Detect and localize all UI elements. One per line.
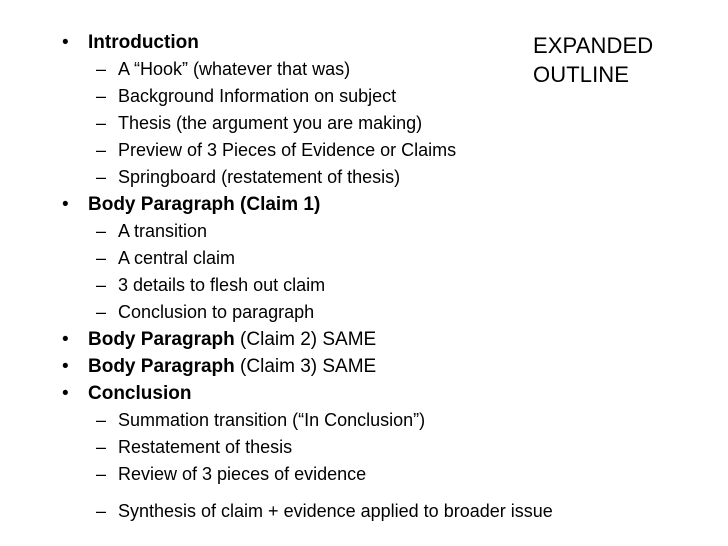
outline-item-label: A central claim: [118, 248, 236, 268]
dash-icon: –: [96, 86, 107, 106]
bullet-icon: •: [62, 383, 69, 404]
outline-item-label: Body Paragraph (Claim 1): [88, 194, 321, 215]
outline-item-label: Restatement of thesis: [118, 437, 293, 457]
dash-icon: –: [96, 140, 107, 160]
outline-item-label: Body Paragraph: [88, 356, 235, 377]
dash-icon: –: [96, 501, 107, 521]
outline-item-label: Body Paragraph: [88, 329, 235, 350]
outline-item-label: Conclusion: [88, 383, 192, 404]
outline-item-label: Introduction: [88, 32, 199, 53]
outline-item-label: A “Hook” (whatever that was): [118, 59, 351, 79]
outline-item-label: Conclusion to paragraph: [118, 302, 315, 322]
outline-item-label: Review of 3 pieces of evidence: [118, 464, 367, 484]
outline-item-label: Synthesis of claim + evidence applied to…: [118, 501, 553, 521]
outline-item-label: Background Information on subject: [118, 86, 397, 106]
outline-item-level1: • Introduction: [0, 29, 728, 56]
outline-item-level1: • Conclusion: [0, 380, 728, 407]
outline-item-label-tail: (Claim 3) SAME: [234, 356, 377, 377]
outline-item-level2: –Restatement of thesis: [0, 434, 728, 461]
outline-item-level1: • Body Paragraph (Claim 3) SAME: [0, 353, 728, 380]
outline-item-level2: –Background Information on subject: [0, 83, 728, 110]
outline-item-level2: –A central claim: [0, 245, 728, 272]
outline-item-level2: –A transition: [0, 218, 728, 245]
outline-item-level2: –Synthesis of claim + evidence applied t…: [0, 498, 728, 525]
dash-icon: –: [96, 410, 107, 430]
outline-item-level2: –A “Hook” (whatever that was): [0, 56, 728, 83]
outline-item-label-tail: (Claim 2) SAME: [234, 329, 377, 350]
dash-icon: –: [96, 302, 107, 322]
dash-icon: –: [96, 59, 107, 79]
dash-icon: –: [96, 113, 107, 133]
outline-item-label: Springboard (restatement of thesis): [118, 167, 401, 187]
outline-item-level1: • Body Paragraph (Claim 2) SAME: [0, 326, 728, 353]
outline-item-level2: –Springboard (restatement of thesis): [0, 164, 728, 191]
outline-item-label: Thesis (the argument you are making): [118, 113, 423, 133]
dash-icon: –: [96, 221, 107, 241]
outline-item-level2: –Conclusion to paragraph: [0, 299, 728, 326]
outline-item-label: A transition: [118, 221, 208, 241]
outline-item-level2: –Preview of 3 Pieces of Evidence or Clai…: [0, 137, 728, 164]
page-title: EXPANDED OUTLINE: [533, 33, 654, 87]
dash-icon: –: [96, 167, 107, 187]
outline-item-label: Preview of 3 Pieces of Evidence or Claim…: [118, 140, 457, 160]
bullet-icon: •: [62, 356, 69, 377]
outline-item-level2: –Review of 3 pieces of evidence: [0, 461, 728, 488]
outline-item-level2: –3 details to flesh out claim: [0, 272, 728, 299]
dash-icon: –: [96, 275, 107, 295]
bullet-icon: •: [62, 329, 69, 350]
bullet-icon: •: [62, 194, 69, 215]
outline-item-label: Summation transition (“In Conclusion”): [118, 410, 426, 430]
outline-item-level2: –Summation transition (“In Conclusion”): [0, 407, 728, 434]
outline-list: •Introduction–A “Hook” (whatever that wa…: [0, 29, 728, 525]
outline-item-label: 3 details to flesh out claim: [118, 275, 326, 295]
outline-item-level1: • Body Paragraph (Claim 1): [0, 191, 728, 218]
bullet-icon: •: [62, 32, 69, 53]
outline-item-level2: –Thesis (the argument you are making): [0, 110, 728, 137]
dash-icon: –: [96, 248, 107, 268]
dash-icon: –: [96, 437, 107, 457]
dash-icon: –: [96, 464, 107, 484]
